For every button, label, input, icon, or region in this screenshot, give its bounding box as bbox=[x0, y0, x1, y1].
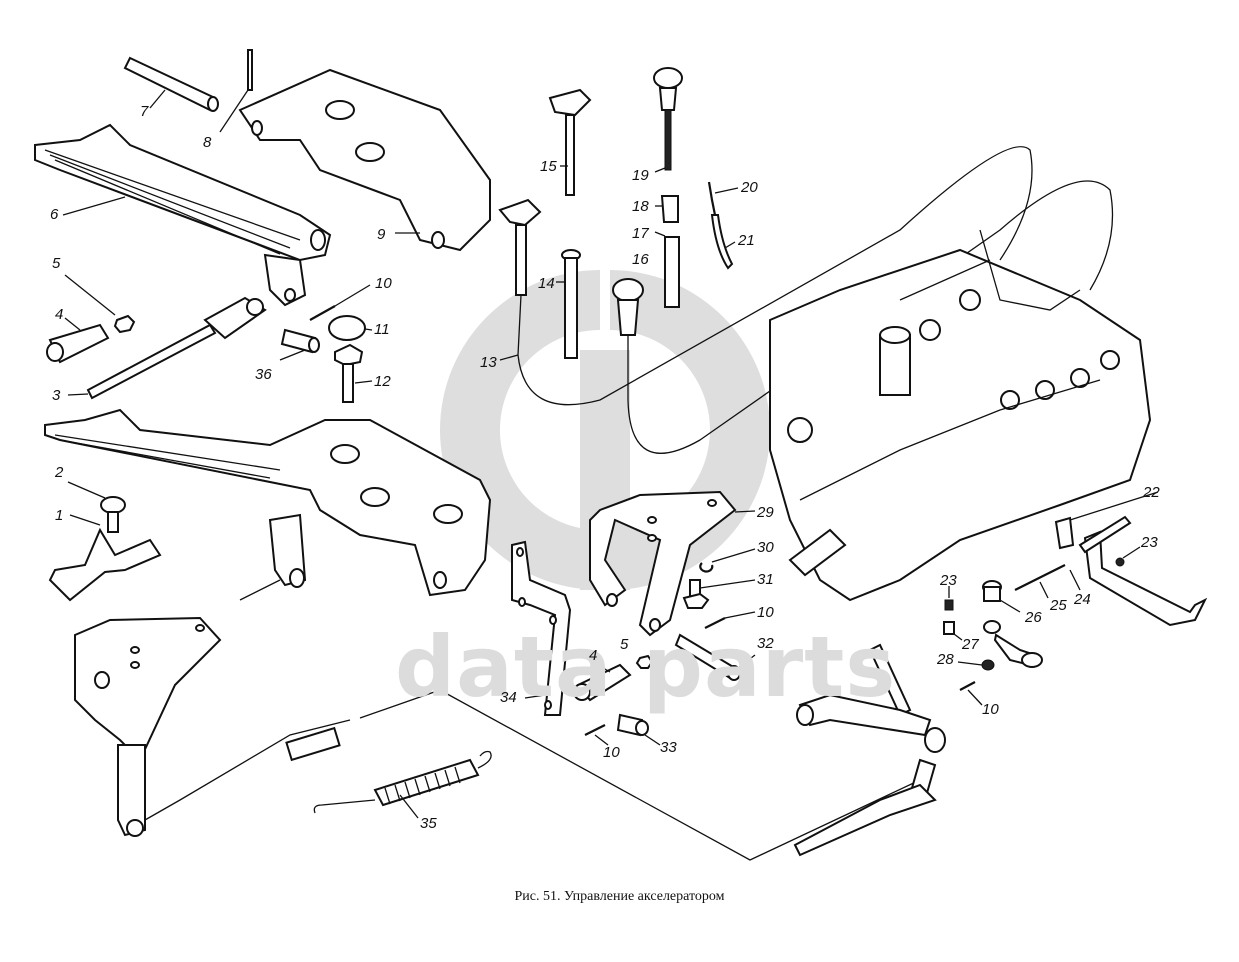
callout-34: 34 bbox=[500, 689, 517, 706]
callout-6: 6 bbox=[50, 206, 59, 223]
callout-26: 26 bbox=[1025, 609, 1042, 626]
callout-18: 18 bbox=[632, 198, 649, 215]
nut-part-5 bbox=[64, 274, 136, 334]
bracket-part-9 bbox=[238, 68, 491, 252]
knob-part-16 bbox=[612, 180, 1114, 454]
stop-bracket-part-1 bbox=[48, 481, 162, 602]
callout-27: 27 bbox=[962, 636, 979, 653]
linkage-bracket-lower bbox=[74, 616, 921, 861]
linkage-lower-right bbox=[793, 643, 946, 857]
knob-part-19 bbox=[653, 67, 683, 173]
callout-20: 20 bbox=[741, 179, 758, 196]
callout-10: 10 bbox=[757, 604, 774, 621]
callout-31: 31 bbox=[757, 571, 774, 588]
clip-part-22 bbox=[1054, 491, 1159, 550]
cotter-part-10b bbox=[959, 681, 983, 706]
callout-16: 16 bbox=[632, 251, 649, 268]
lever-small bbox=[983, 620, 1043, 668]
nut-part-28 bbox=[957, 659, 995, 671]
callout-25: 25 bbox=[1050, 597, 1067, 614]
wire-part-20-21 bbox=[707, 181, 739, 270]
callout-10: 10 bbox=[603, 744, 620, 761]
callout-12: 12 bbox=[374, 373, 391, 390]
callout-32: 32 bbox=[757, 635, 774, 652]
watermark-text: data parts bbox=[395, 618, 897, 716]
spring-part-35 bbox=[313, 750, 492, 819]
callout-9: 9 bbox=[377, 226, 386, 243]
callout-15: 15 bbox=[540, 158, 557, 175]
clip-part-30 bbox=[699, 548, 756, 573]
pedal-assembly-lower bbox=[44, 408, 492, 601]
bushing-part-27 bbox=[943, 621, 963, 641]
nut-part-5b bbox=[635, 654, 654, 669]
callout-7: 7 bbox=[140, 103, 149, 120]
callout-1: 1 bbox=[55, 507, 64, 524]
callout-24: 24 bbox=[1074, 591, 1091, 608]
cotter-part-10a bbox=[309, 284, 371, 321]
cotter-part-10d bbox=[584, 724, 609, 746]
callout-10: 10 bbox=[982, 701, 999, 718]
knob-part-15 bbox=[548, 88, 592, 196]
callout-2: 2 bbox=[55, 464, 64, 481]
callout-11: 11 bbox=[374, 321, 390, 338]
callout-19: 19 bbox=[632, 167, 649, 184]
callout-23: 23 bbox=[940, 572, 957, 589]
clevis-part-4 bbox=[46, 317, 110, 364]
bracket-part-34 bbox=[511, 540, 572, 716]
screw-part-23 bbox=[944, 546, 1141, 611]
callout-13: 13 bbox=[480, 354, 497, 371]
callout-5: 5 bbox=[620, 636, 629, 653]
callout-8: 8 bbox=[203, 134, 212, 151]
tube-part-17 bbox=[654, 231, 680, 308]
callout-5: 5 bbox=[52, 255, 61, 272]
callout-33: 33 bbox=[660, 739, 677, 756]
callout-3: 3 bbox=[52, 387, 61, 404]
pin-part-36 bbox=[279, 328, 320, 361]
callout-10: 10 bbox=[375, 275, 392, 292]
callout-4: 4 bbox=[589, 647, 598, 664]
bracket-part-24 bbox=[1014, 515, 1208, 627]
callout-28: 28 bbox=[937, 651, 954, 668]
callout-21: 21 bbox=[738, 232, 755, 249]
callout-23: 23 bbox=[1141, 534, 1158, 551]
bracket-part-29 bbox=[589, 490, 756, 637]
callout-36: 36 bbox=[255, 366, 272, 383]
clevis-part-4b bbox=[573, 663, 632, 702]
pedal-part-6 bbox=[34, 123, 332, 307]
pin-part-32 bbox=[674, 633, 756, 681]
cotter-pin-part-8 bbox=[219, 49, 253, 133]
engine-assembly bbox=[769, 229, 1152, 602]
callout-35: 35 bbox=[420, 815, 437, 832]
bushing-part-18 bbox=[655, 195, 679, 223]
stem-part-14 bbox=[556, 249, 581, 359]
callout-17: 17 bbox=[632, 225, 649, 242]
cap-part-26 bbox=[982, 580, 1021, 613]
callout-22: 22 bbox=[1143, 484, 1160, 501]
callout-29: 29 bbox=[757, 504, 774, 521]
callout-30: 30 bbox=[757, 539, 774, 556]
cotter-part-10c bbox=[704, 611, 756, 629]
bolt-part-12 bbox=[334, 343, 373, 403]
pin-part-7 bbox=[123, 56, 219, 112]
callout-4: 4 bbox=[55, 306, 64, 323]
pin-part-33 bbox=[616, 713, 661, 746]
rod-part-3 bbox=[67, 296, 267, 400]
cap-part-11 bbox=[328, 315, 373, 341]
bolt-part-31 bbox=[682, 579, 756, 609]
callout-14: 14 bbox=[538, 275, 555, 292]
cable-knob-part-13 bbox=[498, 146, 1033, 406]
figure-caption: Рис. 51. Управление акселератором bbox=[514, 889, 725, 904]
